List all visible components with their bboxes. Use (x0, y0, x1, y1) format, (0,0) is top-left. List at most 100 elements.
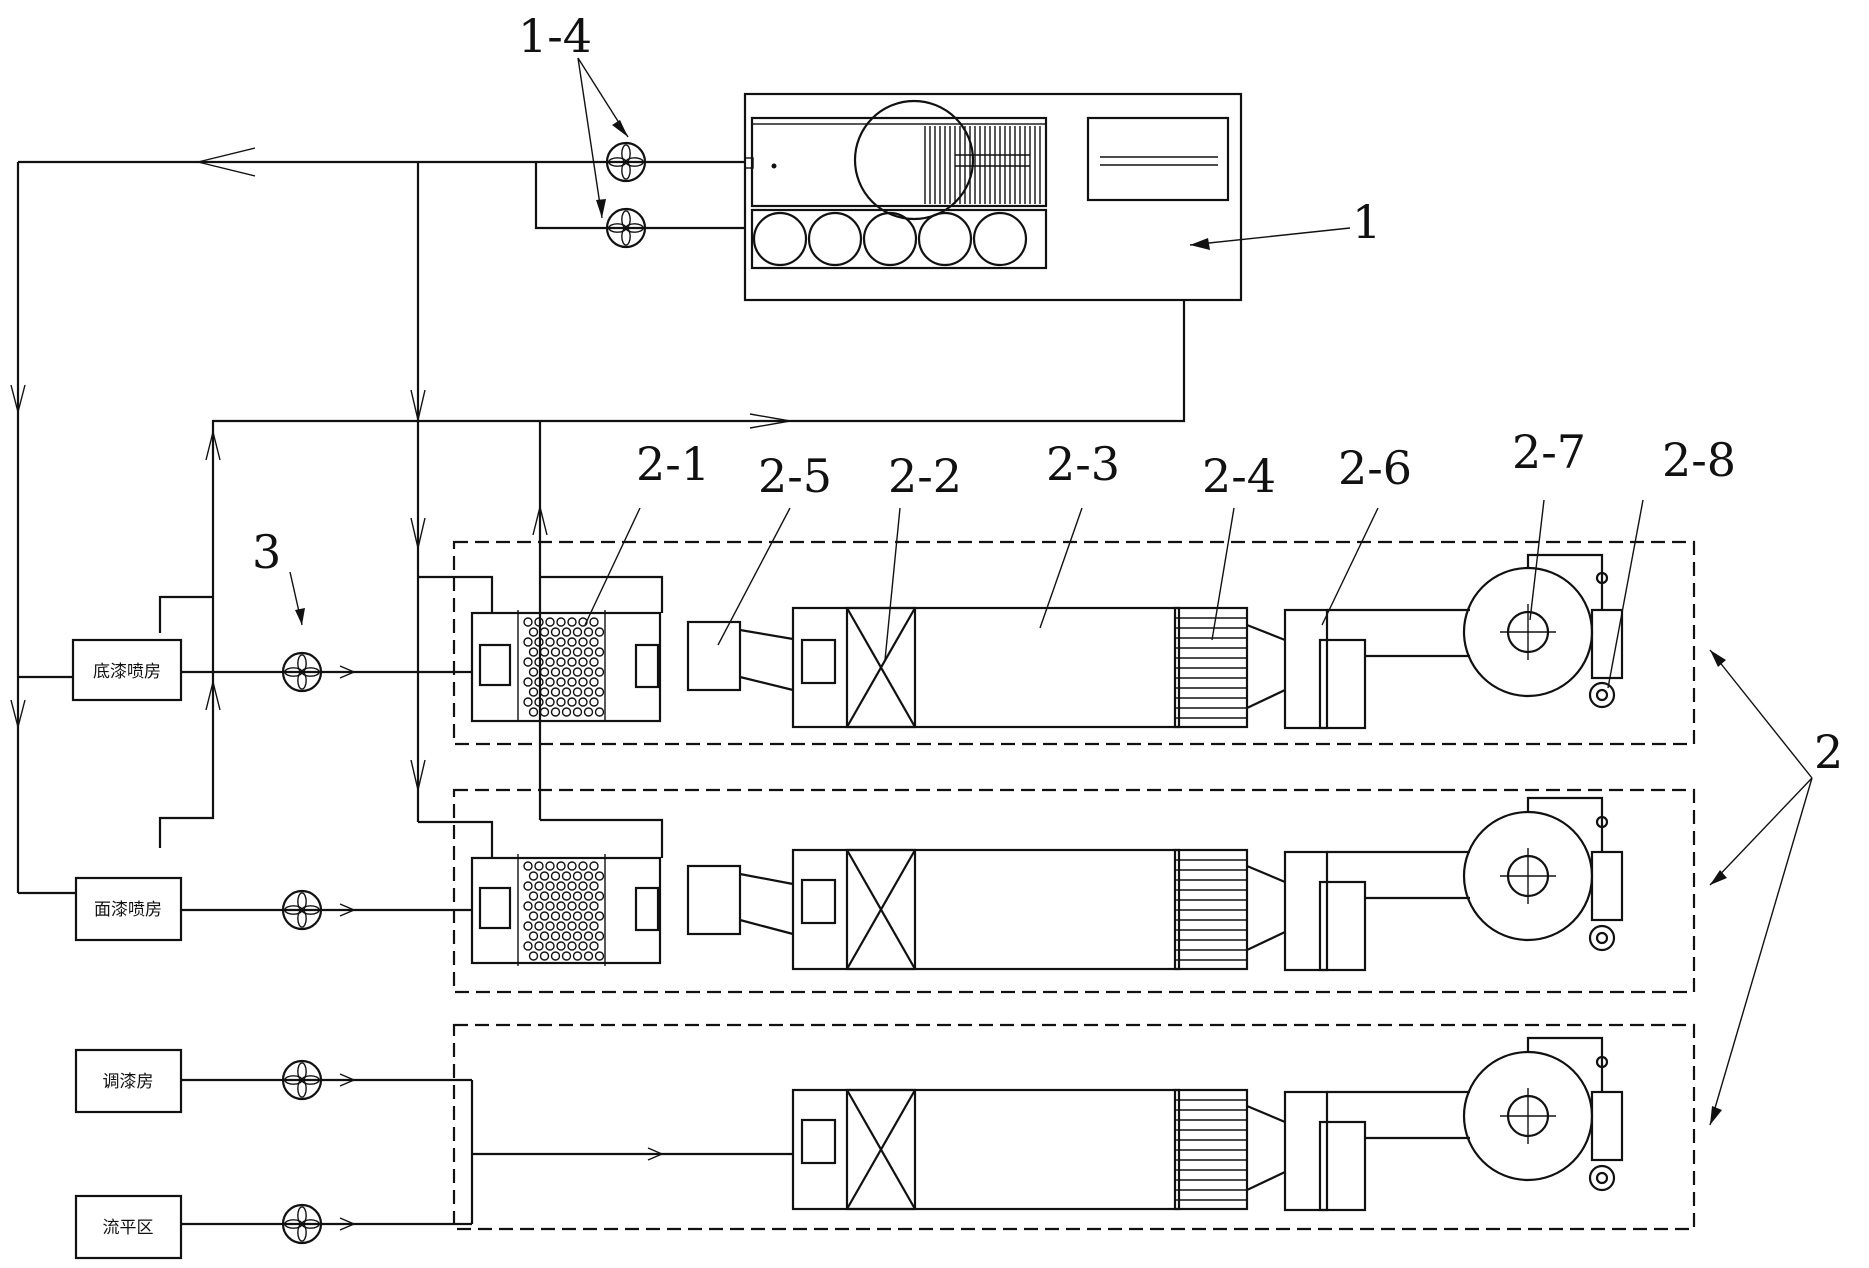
flow-arrow-right (339, 1217, 356, 1231)
flow-arrow-up (532, 506, 548, 536)
spray-dot (589, 901, 599, 911)
spray-dot (539, 891, 550, 901)
spray-dot (594, 931, 605, 941)
spray-dot (545, 881, 555, 891)
label-2-3: 2-3 (1046, 437, 1120, 491)
filter-cylinder (862, 211, 918, 267)
unit-1-equipment (743, 92, 1243, 302)
unit-1-rotor (853, 99, 975, 221)
spray-dot (523, 637, 533, 647)
flow-arrow-down (10, 699, 26, 730)
leader-2-3 (1039, 507, 1083, 629)
inline-fan (281, 1203, 323, 1245)
spray-dot (583, 687, 594, 697)
label-2-6: 2-6 (1338, 441, 1412, 495)
reference-labels: 1-4 1 2 3 2-1 2-5 2-2 2-3 2-4 2-6 2-7 2-… (252, 9, 1843, 779)
spray-dot (528, 707, 539, 717)
duct-to-fan (1246, 931, 1286, 951)
fan-housing-line-2 (1283, 850, 1329, 972)
spray-dot (594, 627, 605, 637)
spray-dot (594, 687, 605, 697)
fan-blade (301, 1219, 320, 1229)
spray-dot (578, 637, 588, 647)
label-2-8: 2-8 (1662, 433, 1736, 487)
spray-dot (561, 931, 572, 941)
filter-cross (846, 849, 916, 970)
spray-dot (539, 647, 550, 657)
unit-1-hatching (924, 126, 1041, 204)
label-2-7: 2-7 (1512, 425, 1586, 479)
spray-dot (523, 861, 533, 871)
spray-dot (594, 647, 605, 657)
leader-1 (1189, 227, 1351, 246)
exhaust-valve (1595, 815, 1609, 829)
spray-dot (528, 951, 539, 961)
spray-dot (578, 861, 588, 871)
spray-dot (594, 891, 605, 901)
spray-dot (528, 911, 539, 921)
spray-dot (545, 861, 555, 871)
treatment-line-2 (182, 796, 1624, 972)
spray-dot (583, 931, 594, 941)
spray-dot (589, 941, 599, 951)
spray-dot (589, 921, 599, 931)
spray-dot (523, 921, 533, 931)
label-2-5: 2-5 (758, 449, 832, 503)
top-paint-booth-label: 面漆喷房 (94, 900, 162, 920)
spray-dot (550, 911, 561, 921)
filter-cross (846, 1089, 916, 1210)
label-2-2: 2-2 (888, 449, 962, 503)
spray-dot (583, 647, 594, 657)
flow-arrow-up (205, 681, 221, 711)
spray-dot (589, 881, 599, 891)
spray-dot (534, 657, 544, 667)
flow-arrow-down (410, 517, 426, 549)
label-2: 2 (1814, 725, 1843, 779)
fan-casing (605, 141, 647, 183)
base-paint-booth-label: 底漆喷房 (93, 662, 161, 682)
fan-blade (301, 667, 320, 677)
inline-fan (281, 889, 323, 931)
flow-arrow-down (10, 384, 26, 415)
inline-fan (281, 651, 323, 693)
flash-off-zone-label: 流平区 (103, 1218, 154, 1238)
spray-dot (528, 871, 539, 881)
spray-dot (523, 677, 533, 687)
leader-arrowhead (1710, 870, 1727, 885)
flow-arrow-right (339, 1073, 356, 1087)
fan-blade (625, 223, 644, 233)
treatment-line-3 (182, 1036, 1624, 1231)
return-to-base-booth (158, 595, 213, 633)
filter-window (800, 878, 837, 925)
spray-dot (583, 951, 594, 961)
leader-2-line-2 (1709, 777, 1813, 886)
filter-cylinder (972, 211, 1028, 267)
treatment-line-1 (182, 553, 1624, 730)
label-1-4: 1-4 (518, 9, 592, 63)
spray-dot (539, 951, 550, 961)
spray-dot (550, 627, 561, 637)
duct-line-2 (739, 918, 794, 936)
inline-fan (281, 1059, 323, 1101)
spray-dot (534, 941, 544, 951)
paint-rooms: 底漆喷房 面漆喷房 调漆房 流平区 (71, 638, 183, 1260)
spray-tower-line-2 (470, 856, 662, 965)
filter-window (800, 638, 837, 685)
spray-dot (523, 617, 533, 627)
duct-to-fan (1246, 1104, 1286, 1124)
pump-2-8 (1588, 681, 1616, 709)
spray-dot (572, 891, 583, 901)
spray-dot (550, 647, 561, 657)
fan-casing (281, 651, 323, 693)
spray-dot (589, 697, 599, 707)
line-3-enclosure (452, 1023, 1696, 1231)
leader-1-4-lower (577, 57, 603, 219)
spray-dot (578, 677, 588, 687)
spray-dot (528, 687, 539, 697)
filter-line-3 (845, 1088, 917, 1211)
spray-dot (589, 861, 599, 871)
top-paint-booth-box (74, 876, 183, 942)
spray-dot (572, 647, 583, 657)
spray-dot (545, 921, 555, 931)
